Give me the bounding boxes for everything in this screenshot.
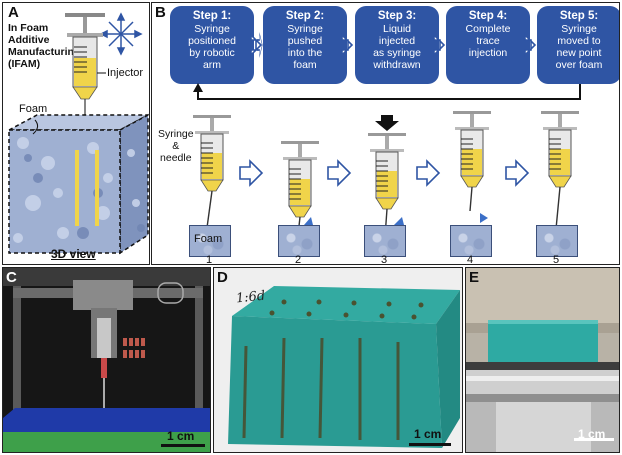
syringe-4 <box>452 110 492 212</box>
panel-e-scale: 1 cm <box>578 427 606 441</box>
step-line: as syringe <box>373 47 421 59</box>
syringe-icon <box>65 13 105 163</box>
panel-b-drawing <box>192 33 581 255</box>
step-line: arm <box>202 59 222 71</box>
panel-c: C 1 cm <box>2 267 211 453</box>
step-line: positioned <box>188 35 236 47</box>
step-line: Syringe <box>194 23 230 35</box>
foam-block-2 <box>278 225 320 257</box>
step-line: trace <box>476 35 500 47</box>
step-line: pushed <box>287 35 323 47</box>
injector-label: Injector <box>107 67 144 79</box>
step-line: over foam <box>555 59 603 71</box>
return-arrowhead <box>193 83 203 92</box>
motion-arrow-2 <box>304 217 313 225</box>
panel-d-scale: 1 cm <box>414 427 442 441</box>
panel-c-label: C <box>6 269 17 286</box>
step-2-box: Step 2: Syringe pushed into the foam <box>263 6 347 84</box>
label-line: needle <box>160 152 192 164</box>
ifam-title-line: Manufacturing <box>8 46 81 58</box>
step-line: Liquid <box>382 23 412 35</box>
syringe-1 <box>192 114 232 236</box>
step-1-box: Step 1: Syringe positioned by robotic ar… <box>170 6 254 84</box>
step-4-box: Step 4: Complete trace injection <box>446 6 530 84</box>
step-number: 1 <box>206 254 213 265</box>
compression-test-photo <box>466 268 619 452</box>
foam-block-5 <box>536 225 578 257</box>
handwritten-note: 1:6d <box>235 288 266 307</box>
step-heading: Step 3: <box>377 10 417 22</box>
step-line: withdrawn <box>373 59 421 71</box>
step-heading: Step 1: <box>192 10 232 22</box>
push-down-arrow <box>375 115 399 131</box>
step-5-box: Step 5: Syringe moved to new point over … <box>537 6 619 84</box>
step-line: injection <box>468 47 508 59</box>
motion-arrow-4 <box>480 213 488 223</box>
printer-photo <box>3 268 210 452</box>
step-line: injected <box>378 35 416 47</box>
step-line: by robotic <box>189 47 235 59</box>
step-3-box: Step 3: Liquid injected as syringe withd… <box>355 6 439 84</box>
panel-d-label: D <box>217 269 228 286</box>
step-number: 2 <box>295 254 302 265</box>
panel-a: A In Foam Additive Manufacturing (IFAM) <box>2 2 150 265</box>
label-line: Syringe <box>158 128 194 140</box>
step-line: Syringe <box>561 23 597 35</box>
panel-e: E 1 cm <box>465 267 620 453</box>
foam-block-1 <box>189 225 231 257</box>
return-loop-arrow <box>197 84 581 100</box>
view-label: 3D view <box>51 247 96 261</box>
motion-arrow-3 <box>394 217 404 225</box>
step-line: new point <box>556 47 602 59</box>
step-line: Syringe <box>287 23 323 35</box>
label-line: & <box>172 140 180 152</box>
sequence-arrows <box>239 159 530 187</box>
panel-a-drawing <box>8 12 149 255</box>
step-heading: Step 5: <box>559 10 599 22</box>
foam-sample-photo <box>214 268 462 452</box>
step-number: 3 <box>381 254 388 265</box>
syringe-5 <box>540 110 580 230</box>
panel-c-scale: 1 cm <box>167 429 195 443</box>
step-line: foam <box>293 59 317 71</box>
step-arrows <box>250 33 537 57</box>
ifam-title-line: Additive <box>8 34 50 46</box>
step-number: 4 <box>467 254 474 265</box>
foam-block-4 <box>450 225 492 257</box>
motion-axes-icon <box>99 12 143 56</box>
step-line: Complete <box>465 23 511 35</box>
step-line: into the <box>287 47 323 59</box>
ifam-title-line: (IFAM) <box>8 58 41 70</box>
step-number: 5 <box>553 254 560 265</box>
step-heading: Step 4: <box>468 10 508 22</box>
step-heading: Step 2: <box>285 10 325 22</box>
panel-e-label: E <box>469 269 480 286</box>
panel-d: 1:6d D 1 cm <box>213 267 463 453</box>
foam-block-label: Foam <box>194 233 223 245</box>
ifam-title: In Foam Additive Manufacturing (IFAM) <box>8 22 80 70</box>
foam-label: Foam <box>19 103 48 115</box>
panel-a-label: A <box>8 4 19 21</box>
panel-b-label: B <box>155 4 166 21</box>
foam-block-3 <box>364 225 406 257</box>
ifam-title-line: In Foam <box>8 22 49 34</box>
panel-b: B Step 1: Syringe positioned by robotic … <box>151 2 620 265</box>
step-line: moved to <box>557 35 601 47</box>
foam-cube <box>8 113 149 255</box>
syringe-needle-label: Syringe & needle <box>158 128 194 164</box>
